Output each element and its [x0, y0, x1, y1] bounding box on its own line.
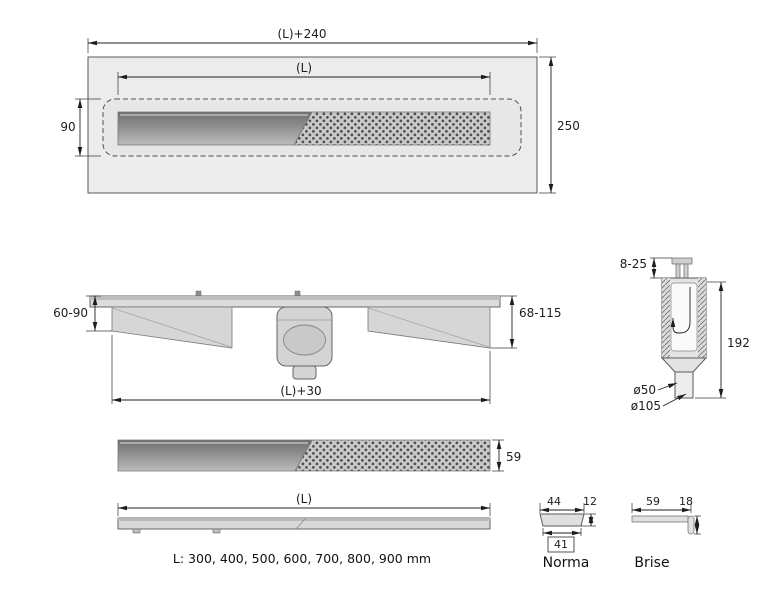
- dim-section-height-label: 192: [727, 336, 750, 350]
- dim-flange-diameter-label: ø105: [631, 399, 661, 413]
- brise-profile-hook: [687, 515, 695, 535]
- dim-right-install-height-label: 68-115: [519, 306, 562, 320]
- brise-height-label: 18: [679, 495, 693, 508]
- channel-body-top: [117, 111, 313, 146]
- dim-profile-height-label: 59: [506, 450, 521, 464]
- norma-variant-label: Norma: [543, 555, 590, 571]
- section-wall-left: [662, 278, 670, 358]
- siphon-outlet: [283, 324, 326, 356]
- section-wall-right: [698, 278, 706, 358]
- dim-channel-width-label: 90: [60, 120, 75, 134]
- left-wing-fold: [111, 307, 232, 348]
- norma-bottom-width-box: [547, 536, 575, 553]
- front-elevation: 60-90 68-115 (L)+30: [53, 290, 562, 404]
- cross-section: 8-25 192 ø50 ø105: [620, 257, 750, 413]
- dim-frame-height-label: 250: [557, 119, 580, 133]
- dim-body-length-label: (L)+30: [280, 384, 321, 398]
- water-path-curve: [670, 287, 691, 334]
- brise-variant-label: Brise: [634, 555, 669, 571]
- rail-foot-right: [212, 528, 221, 534]
- norma-bottom-width-label: 41: [554, 538, 568, 551]
- dim-channel-length-label: (L): [296, 61, 312, 75]
- profile-grate-perforated: [294, 439, 491, 472]
- variant-brise: 59 18 Brise: [631, 495, 701, 571]
- dim-rail-length-label: (L): [296, 492, 312, 506]
- norma-height-label: 12: [583, 495, 597, 508]
- available-lengths-note: L: 300, 400, 500, 600, 700, 800, 900 mm: [173, 551, 431, 566]
- norma-profile: [539, 513, 585, 527]
- grate-leg-right: [683, 263, 689, 279]
- brise-profile-bar: [631, 515, 689, 523]
- top-view: (L)+240 (L) 250 90: [60, 27, 580, 194]
- brise-width-label: 59: [646, 495, 660, 508]
- right-wing-fold: [367, 307, 490, 348]
- dim-pipe-diameter-label: ø50: [633, 383, 656, 397]
- rail-top-edge: [118, 518, 490, 521]
- section-outlet-pipe: [674, 371, 694, 399]
- flange-tab-left: [195, 290, 202, 297]
- dim-total-width-label: (L)+240: [277, 27, 326, 41]
- dim-floor-depth-label: 8-25: [620, 257, 647, 271]
- grate-edge-top: [671, 257, 693, 265]
- channel-rail-view: (L) L: 300, 400, 500, 600, 700, 800, 900…: [117, 492, 491, 566]
- dim-left-install-height-label: 60-90: [53, 306, 88, 320]
- norma-top-width-label: 44: [547, 495, 561, 508]
- grate-perforated-top: [293, 111, 491, 146]
- grate-side-profile: 59: [117, 439, 521, 472]
- siphon-pipe-stub: [292, 365, 317, 380]
- rail-joint-line: [295, 517, 307, 530]
- section-funnel: [660, 357, 708, 373]
- section-cavity: [670, 282, 698, 352]
- variant-norma: 44 12 41 Norma: [539, 495, 597, 571]
- top-flange-edge: [90, 296, 500, 300]
- flange-tab-right: [294, 290, 301, 297]
- profile-channel-body: [117, 439, 313, 472]
- rail-foot-left: [132, 528, 141, 534]
- grate-leg-left: [675, 263, 681, 279]
